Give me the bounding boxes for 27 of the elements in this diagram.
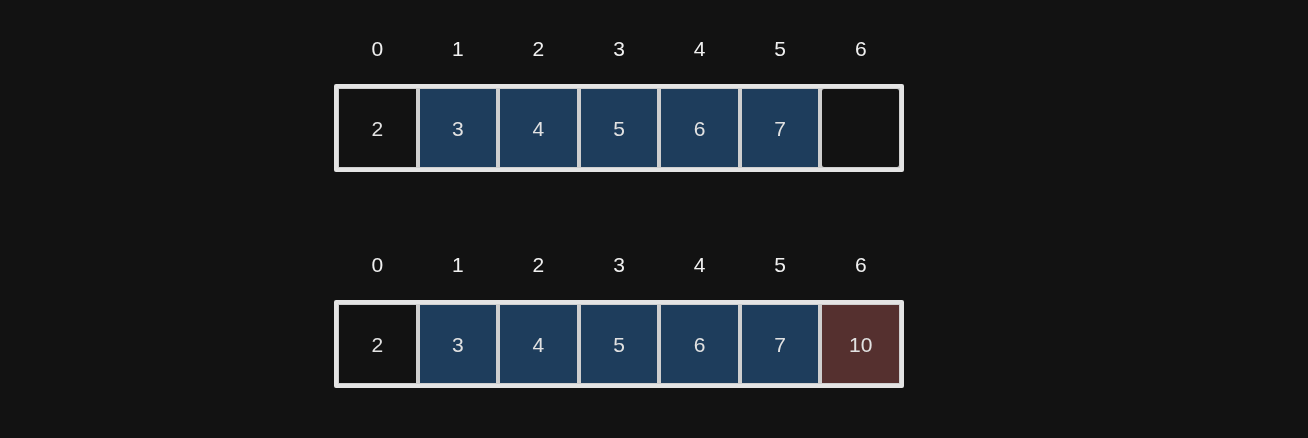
cell-value: 7 [774,117,786,139]
cell-value: 5 [613,333,625,355]
cell-value: 3 [452,117,464,139]
index-label: 2 [532,254,545,275]
cell-value: 2 [371,333,384,355]
cell-value: 6 [693,333,706,355]
cell-value: 5 [613,117,625,139]
cell-value: 7 [774,333,786,355]
index-label: 0 [371,38,384,59]
index-label: 3 [613,38,625,59]
index-label: 3 [613,254,625,275]
cell-value: 4 [532,117,545,139]
index-label: 4 [693,38,706,59]
cell-value: 3 [452,333,464,355]
index-label: 5 [774,254,786,275]
cell-value: 6 [693,117,706,139]
index-label: 0 [371,254,384,275]
index-label: 4 [693,254,706,275]
index-label: 1 [452,254,464,275]
index-label: 6 [854,38,867,59]
cell-value: 2 [371,117,384,139]
cell-value: 10 [849,333,873,355]
cell-value: 4 [532,333,545,355]
index-label: 1 [452,38,464,59]
index-label: 5 [774,38,786,59]
index-label: 6 [854,254,867,275]
index-label: 2 [532,38,545,59]
